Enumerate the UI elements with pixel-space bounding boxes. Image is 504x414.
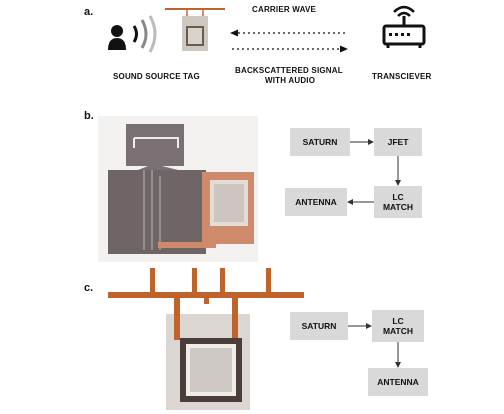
antenna-trace-c	[108, 268, 304, 304]
antenna-box-c: ANTENNA	[368, 368, 428, 396]
panel-a-label: a.	[84, 6, 94, 18]
tag-photo-c	[166, 296, 250, 410]
backscatter-caption-line2: WITH AUDIO	[265, 76, 316, 85]
lc-match-box-b: LC MATCH	[374, 186, 422, 218]
backscatter-arrow	[232, 45, 348, 53]
lc-match-line2-c: MATCH	[382, 326, 414, 336]
lc-match-line2: MATCH	[382, 202, 414, 212]
person-speaking-icon	[108, 25, 126, 50]
carrier-wave-caption: CARRIER WAVE	[252, 5, 317, 14]
jfet-box: JFET	[374, 128, 422, 156]
tag-photo-b	[98, 116, 258, 262]
backscatter-caption-line1: BACKSCATTERED SIGNAL	[235, 66, 343, 75]
tag-caption: TAG	[183, 72, 200, 81]
sound-wave-icon	[132, 15, 157, 53]
lc-match-line1-c: LC	[392, 316, 404, 326]
lc-match-box-c: LC MATCH	[372, 310, 424, 342]
saturn-box-c: SATURN	[290, 312, 348, 340]
antenna-box-b: ANTENNA	[285, 188, 347, 216]
transceiver-caption: TRANSCIEVER	[372, 72, 432, 81]
saturn-box: SATURN	[290, 128, 350, 156]
router-icon	[382, 5, 426, 48]
tag-image	[165, 8, 225, 51]
panel-b-label: b.	[84, 110, 94, 122]
lc-match-line1: LC	[392, 192, 404, 202]
panel-c-label: c.	[84, 282, 94, 294]
carrier-arrow	[230, 29, 348, 37]
sound-source-caption: SOUND SOURCE	[113, 72, 181, 81]
